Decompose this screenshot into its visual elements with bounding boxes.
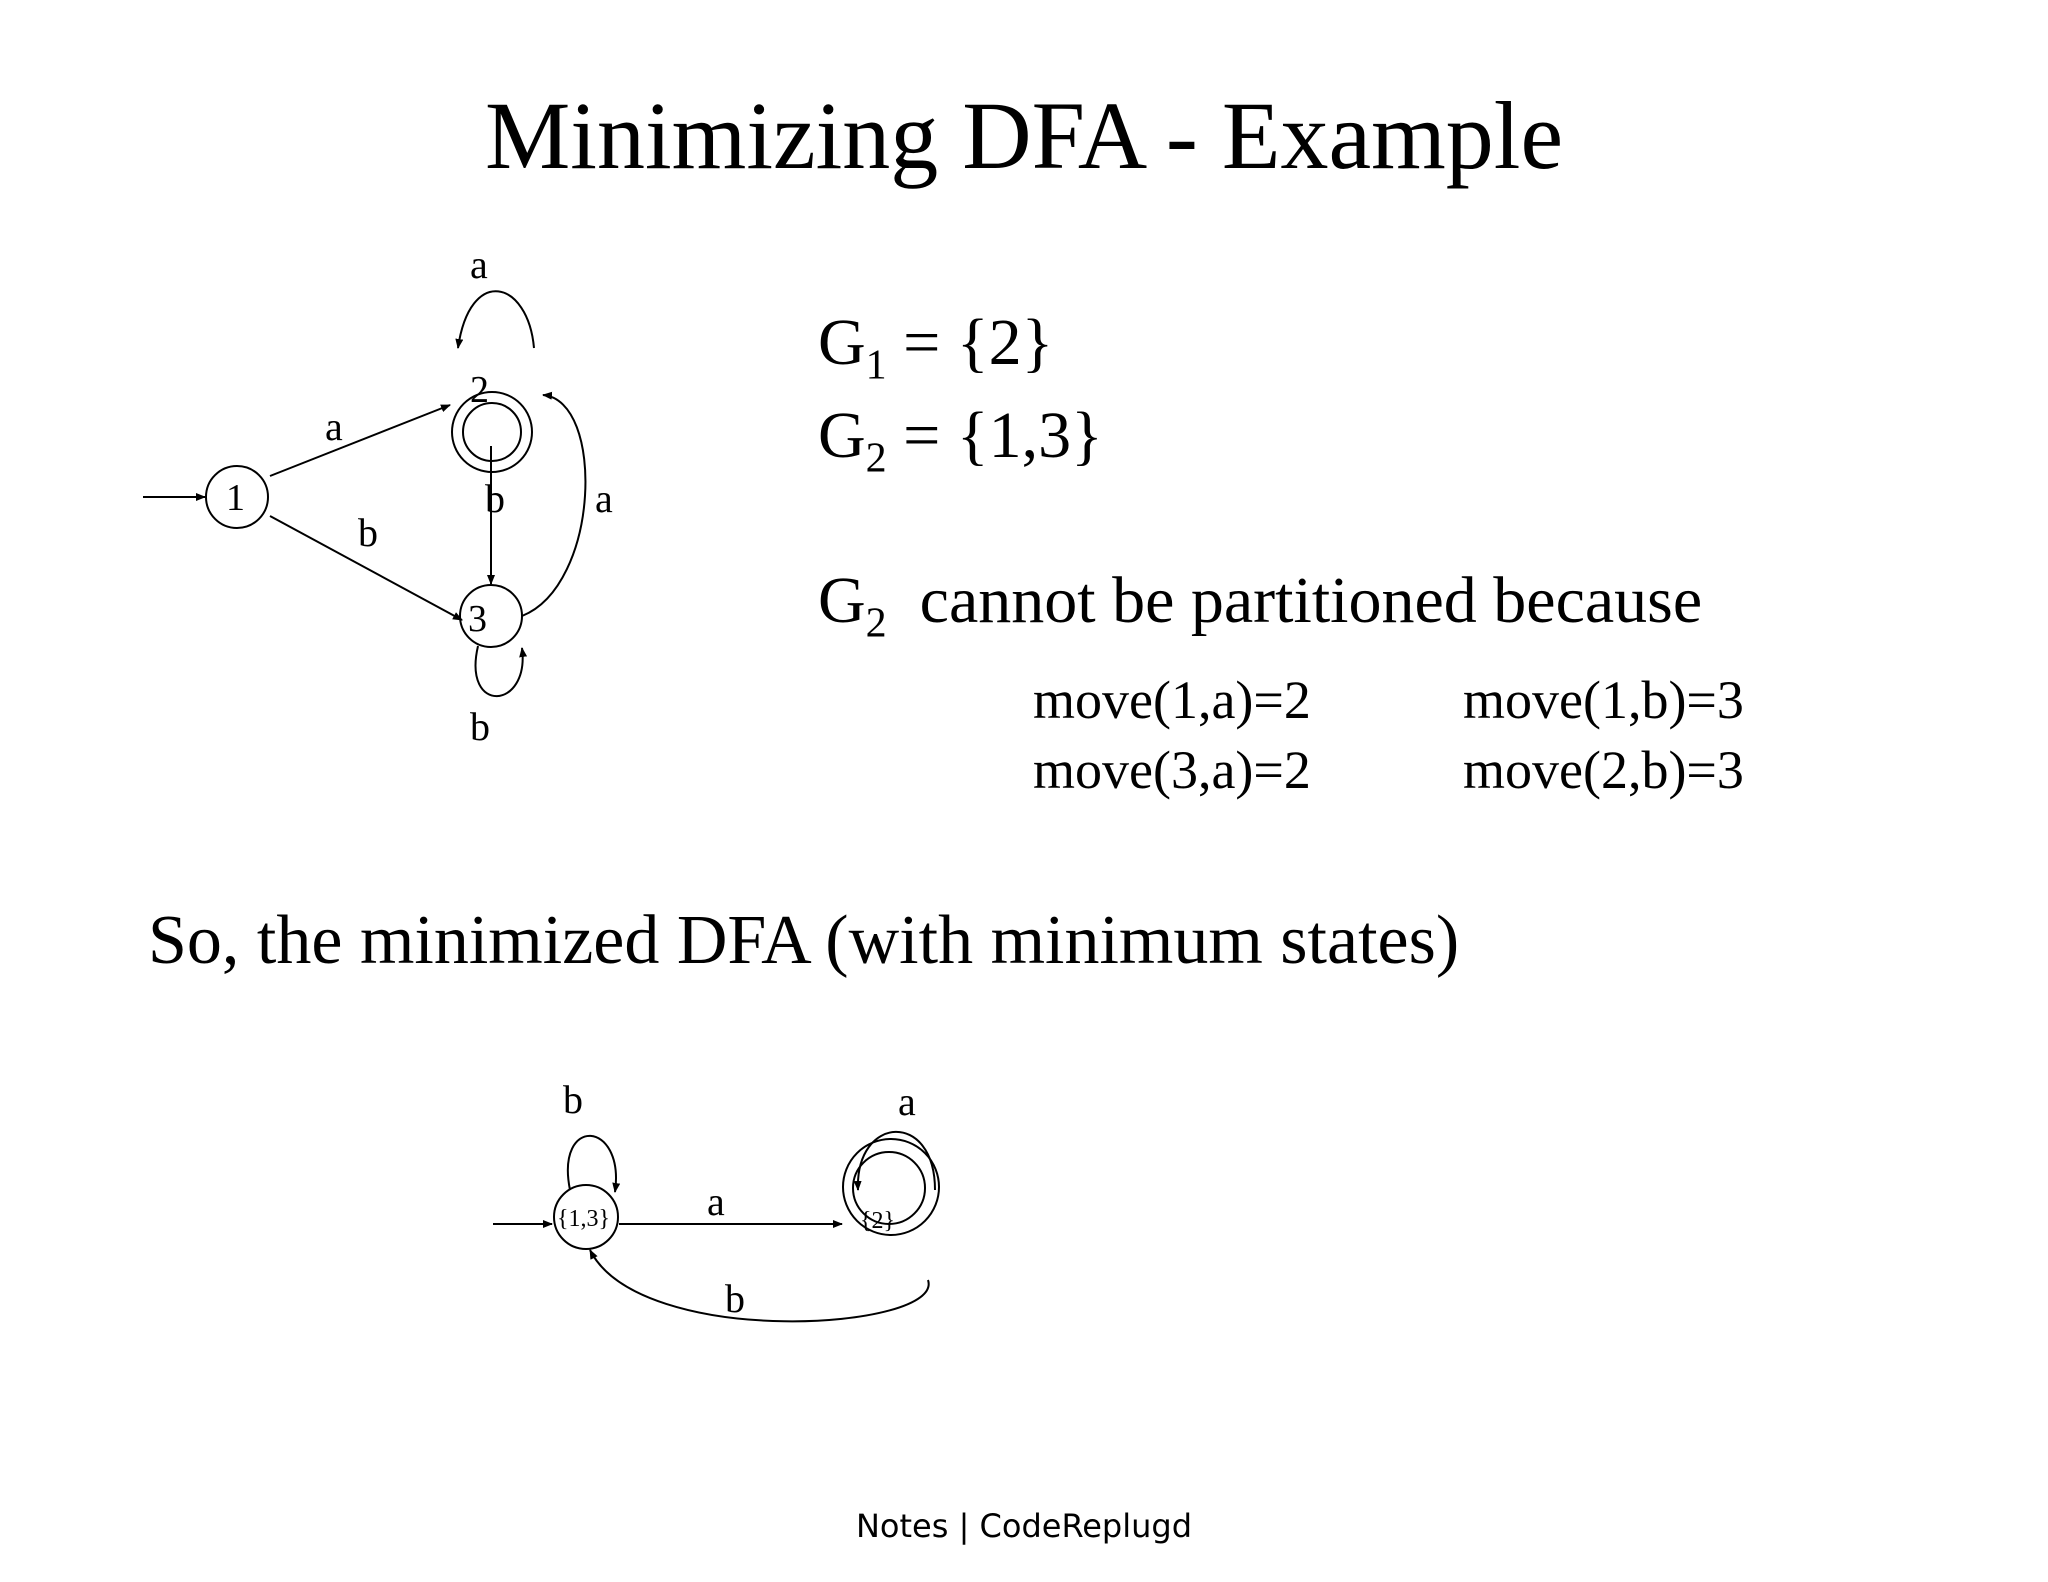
min-transition-2-self-label: a	[898, 1079, 916, 1124]
state-2-label: 2	[470, 369, 489, 411]
statement-symbol: G	[818, 564, 866, 637]
state-3-label: 3	[468, 598, 487, 640]
state-13-label: {1,3}	[557, 1206, 610, 1232]
group-g2-rhs: = {1,3}	[886, 399, 1103, 472]
min-transition-13-self-loop-b	[567, 1134, 621, 1193]
state-1-label: 1	[226, 477, 245, 519]
statement-text: cannot be partitioned because	[919, 564, 1703, 637]
transition-1-2-a	[269, 404, 451, 477]
transition-1-2-label: a	[325, 404, 343, 449]
minimized-dfa: {1,3} {2} b a a b	[493, 1077, 940, 1323]
min-transition-2-13-label: b	[725, 1276, 745, 1321]
group-g2-subscript: 2	[865, 435, 887, 482]
original-dfa: 1 2 3 a b a b a b	[143, 242, 613, 749]
group-g1-symbol: G	[818, 306, 866, 379]
state-13-circle	[553, 1184, 619, 1250]
transition-3-self-label: b	[470, 704, 490, 749]
transition-3-2-label: a	[595, 476, 613, 521]
state-2min-inner-circle	[852, 1151, 926, 1225]
transition-1-3-b	[269, 515, 463, 621]
state-2min-outer-circle	[842, 1138, 940, 1236]
group-g2-symbol: G	[818, 399, 866, 472]
group-g1-rhs: = {2}	[886, 306, 1054, 379]
transition-3-2-a	[521, 391, 587, 617]
min-transition-13-self-label: b	[563, 1077, 583, 1122]
min-transition-13-2-label: a	[707, 1179, 725, 1224]
transition-1-3-label: b	[358, 510, 378, 555]
min-transition-2-self-loop-a	[853, 1130, 936, 1191]
move-1a: move(1,a)=2	[1033, 670, 1311, 730]
min-transition-2-13-b	[589, 1249, 930, 1323]
slide-title: Minimizing DFA - Example	[484, 82, 1564, 189]
transition-3-self-loop-b	[474, 645, 528, 697]
state-2min-label: {2}	[860, 1208, 895, 1234]
footer-text: Notes | CodeReplugd	[855, 1507, 1193, 1545]
move-1b: move(1,b)=3	[1463, 670, 1744, 730]
group-g1-subscript: 1	[865, 342, 887, 389]
partition-statement: G2 cannot be partitioned because	[818, 568, 1702, 645]
statement-subscript: 2	[865, 600, 887, 647]
conclusion-text: So, the minimized DFA (with minimum stat…	[148, 902, 1460, 979]
transition-2-3-label: b	[485, 476, 505, 521]
transition-2-self-label: a	[470, 242, 488, 287]
group-g2: G2 = {1,3}	[818, 403, 1103, 480]
transition-2-self-loop-a	[455, 290, 535, 349]
group-g1: G1 = {2}	[818, 310, 1053, 387]
state-1-circle	[205, 465, 269, 529]
move-2b: move(2,b)=3	[1463, 740, 1744, 800]
move-3a: move(3,a)=2	[1033, 740, 1311, 800]
